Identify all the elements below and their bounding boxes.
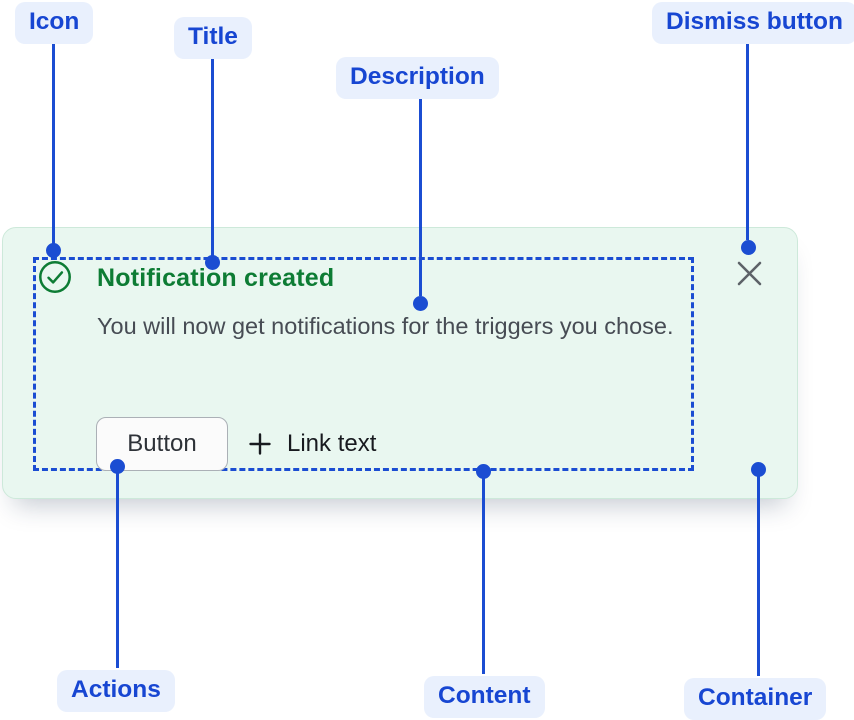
- connector-line-container: [756, 469, 760, 676]
- annotation-label-container: Container: [684, 678, 827, 720]
- link-label: Link text: [287, 430, 377, 457]
- annotation-label-description: Description: [336, 57, 499, 99]
- connector-dot-title: [204, 254, 220, 270]
- success-check-icon: [39, 261, 71, 293]
- connector-dot-icon: [45, 242, 61, 258]
- plus-icon: [249, 433, 271, 455]
- annotation-label-content: Content: [424, 676, 545, 718]
- link-action[interactable]: Link text: [246, 417, 376, 471]
- annotation-label-title: Title: [174, 17, 252, 59]
- annotation-label-icon: Icon: [15, 2, 94, 44]
- flag-content-outline: [33, 257, 694, 471]
- flag-description: You will now get notifications for the t…: [97, 313, 674, 339]
- connector-line-dismiss: [745, 41, 749, 240]
- dismiss-button[interactable]: [733, 257, 765, 289]
- connector-dot-actions: [109, 458, 125, 474]
- connector-dot-container: [750, 461, 766, 477]
- action-button[interactable]: Button: [96, 417, 228, 471]
- connector-line-actions: [115, 466, 119, 668]
- annotation-label-actions: Actions: [57, 670, 175, 712]
- connector-dot-content: [475, 463, 491, 479]
- close-icon: [737, 261, 761, 285]
- connector-line-title: [210, 57, 214, 256]
- annotation-label-dismiss-button: Dismiss button: [652, 2, 854, 44]
- connector-line-description: [418, 95, 422, 296]
- connector-dot-description: [412, 295, 428, 311]
- connector-line-content: [481, 471, 485, 674]
- connector-dot-dismiss: [740, 239, 756, 255]
- connector-line-icon: [51, 41, 55, 244]
